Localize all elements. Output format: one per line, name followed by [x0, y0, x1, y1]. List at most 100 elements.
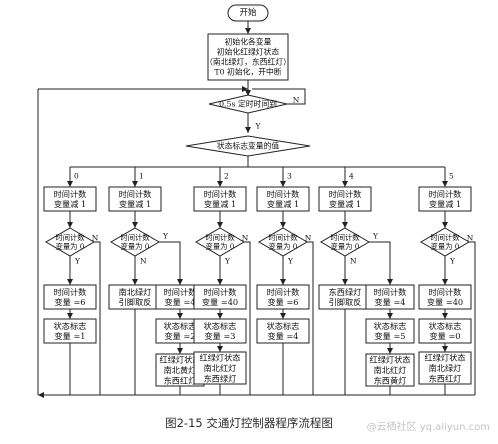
case-label: 1	[139, 172, 144, 181]
counter-zero-question-text: 变量为 0	[269, 242, 298, 251]
arrow-head	[38, 392, 44, 398]
y-label: Y	[74, 257, 81, 266]
watermark: @云栖社区 yq.aliyun.com	[366, 422, 490, 433]
arrow-head	[442, 279, 448, 285]
figure-caption: 图2-15 交通灯控制器程序流程图	[165, 416, 333, 430]
step5-1-box	[418, 318, 472, 344]
arrow-head	[67, 313, 73, 319]
y-label: Y	[287, 257, 294, 266]
y-step1-0-text: 变量 =4	[164, 297, 195, 307]
n-label: N	[242, 234, 249, 243]
step5-2-text: 南北绿灯	[429, 363, 462, 373]
counter-decrement-text: 变量减 1	[267, 199, 299, 209]
n-label: N	[467, 234, 474, 243]
step2-1-box	[193, 318, 247, 344]
y-step1-2-text: 红绿灯状态	[160, 355, 201, 365]
arrow-head	[342, 222, 348, 228]
y-step4-2-text: 南北红灯	[374, 365, 407, 375]
yes-path-line	[159, 241, 181, 285]
counter-decrement-text: 变量减 1	[429, 199, 461, 209]
y-step4-0-box	[365, 284, 415, 310]
step0-1-text: 状态标志	[54, 321, 87, 331]
step2-0-text: 时间计数	[204, 287, 237, 297]
counter-decrement-box	[318, 186, 372, 212]
step2-0-text: 变量 =40	[202, 297, 238, 307]
init-process-box	[207, 33, 289, 81]
arrow-head	[387, 348, 393, 354]
init-process-text: （南北绿灯，东西红灯）	[205, 56, 291, 66]
timer-no-loop	[252, 88, 306, 105]
arrow-head	[280, 279, 286, 285]
n-step1-text: 南北绿灯	[119, 287, 152, 297]
n-step4-box	[318, 284, 372, 310]
arrow-head	[245, 127, 251, 133]
arrow-head	[280, 222, 286, 228]
arrow-head	[442, 222, 448, 228]
y-step1-2-text: 东西红灯	[164, 375, 197, 385]
arrow-head	[177, 279, 183, 285]
step5-2-text: 东西红灯	[429, 373, 462, 383]
arrow-head	[242, 86, 248, 92]
no-path-line	[244, 241, 251, 395]
y-step1-1-text: 变量 =2	[164, 331, 195, 341]
arrow-head	[217, 346, 223, 352]
arrow-head	[132, 279, 138, 285]
counter-decrement-box	[43, 186, 97, 212]
y-label: Y	[255, 122, 262, 131]
step3-1-text: 状态标志	[267, 321, 300, 331]
y-label: Y	[449, 257, 456, 266]
arrow-head	[67, 222, 73, 228]
counter-decrement-text: 时间计数	[429, 189, 462, 199]
n-step4-text: 东西绿灯	[329, 287, 362, 297]
arrow-head	[442, 313, 448, 319]
step3-0-box	[256, 284, 310, 310]
y-step4-0-text: 变量 =4	[374, 297, 405, 307]
arrow-head	[177, 313, 183, 319]
step5-0-box	[418, 284, 472, 310]
counter-zero-question-text: 变量为 0	[431, 242, 460, 251]
counter-decrement-text: 变量减 1	[119, 199, 151, 209]
arrow-head	[132, 222, 138, 228]
arrow-head	[280, 181, 286, 187]
no-path-line	[469, 241, 476, 395]
arrow-head	[245, 28, 251, 34]
arrow-head	[67, 181, 73, 187]
counter-decrement-text: 时间计数	[267, 189, 300, 199]
case-label: 3	[287, 172, 292, 181]
counter-zero-question-text: 变量为 0	[331, 242, 360, 251]
step3-0-text: 变量 =6	[267, 297, 298, 307]
y-label: Y	[372, 232, 379, 241]
arrow-head	[280, 313, 286, 319]
counter-zero-question-text: 时间计数	[205, 233, 235, 242]
step2-0-box	[193, 284, 247, 310]
step0-1-text: 变量 =1	[54, 331, 85, 341]
counter-zero-question-text: 时间计数	[430, 233, 460, 242]
step0-1-box	[43, 318, 97, 344]
n-step1-text: 引脚取反	[119, 297, 152, 307]
counter-decrement-text: 变量减 1	[204, 199, 236, 209]
case-label: 0	[74, 172, 79, 181]
counter-decrement-text: 时间计数	[54, 189, 87, 199]
step3-1-text: 变量 =4	[267, 331, 298, 341]
step0-0-text: 变量 =6	[54, 297, 85, 307]
init-process-text: 初始化各变量	[225, 37, 272, 47]
y-step4-1-text: 状态标志	[374, 321, 407, 331]
counter-zero-question-text: 变量为 0	[56, 242, 85, 251]
counter-zero-question-text: 时间计数	[120, 233, 150, 242]
counter-decrement-text: 时间计数	[204, 189, 237, 199]
n-step1-box	[108, 284, 162, 310]
counter-zero-question-text: 变量为 0	[206, 242, 235, 251]
n-label: N	[140, 257, 147, 266]
y-step4-2-text: 东西黄灯	[374, 375, 407, 385]
y-step4-2-box	[365, 353, 415, 387]
case-label: 4	[349, 172, 354, 181]
n-step4-text: 引脚取反	[329, 297, 362, 307]
step5-2-box	[418, 351, 472, 385]
counter-zero-question-text: 变量为 0	[121, 242, 150, 251]
start-text: 开始	[239, 7, 257, 18]
init-process-text: 初始化红绿灯状态	[217, 47, 280, 57]
step5-1-text: 状态标志	[429, 321, 462, 331]
no-path-line	[307, 241, 314, 395]
arrow-head	[442, 181, 448, 187]
